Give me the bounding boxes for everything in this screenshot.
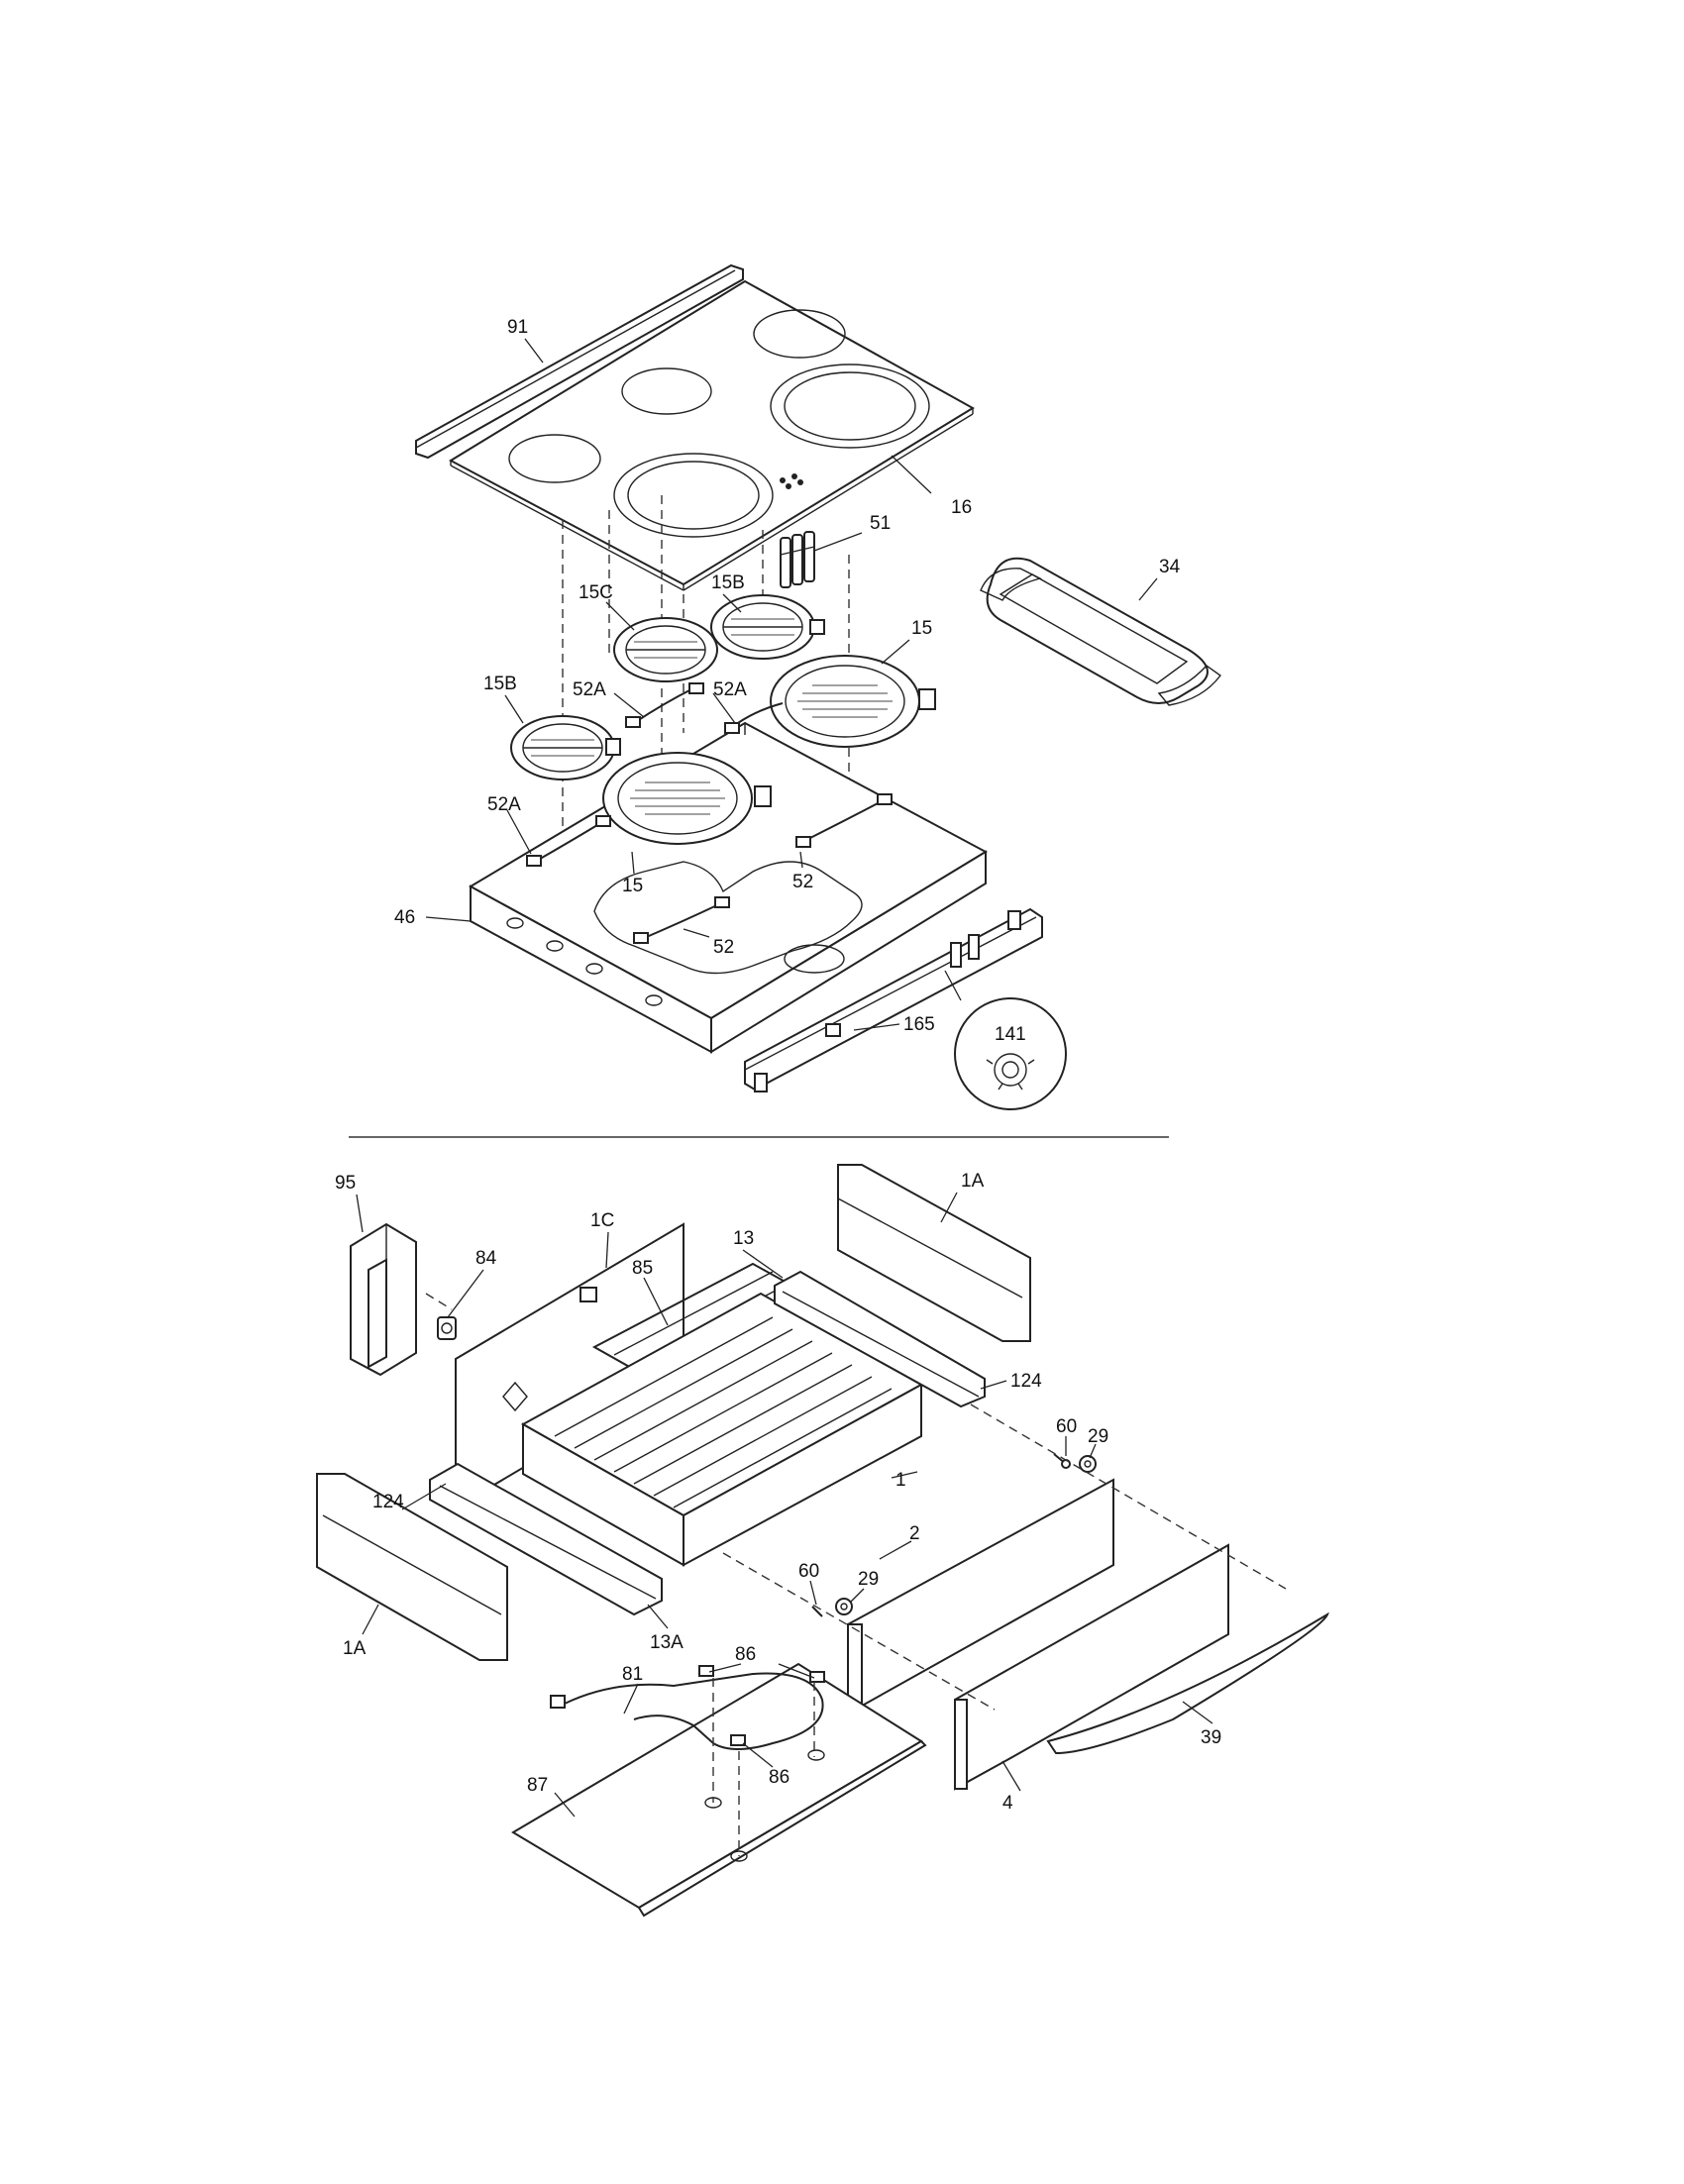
- callout-60-right: 60: [1056, 1416, 1077, 1437]
- side-panel-part-1A-bottom: [316, 1473, 508, 1661]
- callout-86-top: 86: [735, 1644, 756, 1665]
- callout-15B-top: 15B: [711, 572, 745, 593]
- warming-drawer-assembly: 95 84 1C 85 13 1A 124 60 29 124 1 2 60 2…: [316, 1164, 1329, 1918]
- bracket-52A-1: [625, 682, 704, 728]
- callout-1: 1: [895, 1470, 906, 1491]
- bracket-52-center: [633, 896, 730, 944]
- griddle-part-34: [980, 557, 1221, 706]
- front-rail-part-165: [744, 907, 1043, 1092]
- burner-15-right: [770, 655, 936, 748]
- callout-13: 13: [733, 1228, 754, 1249]
- callout-13A: 13A: [650, 1632, 684, 1653]
- drawer-body-part-1: [520, 1292, 924, 1567]
- bracket-52A-2: [724, 702, 784, 734]
- callout-46: 46: [394, 907, 415, 928]
- handle-part-39: [1046, 1612, 1329, 1755]
- callouts-top: 91 16 51 34 15C 15B 15 15B 52A 52A 52A 4…: [394, 317, 1181, 1045]
- callout-141: 141: [995, 1024, 1026, 1045]
- nut-part-29-left: [835, 1598, 853, 1615]
- side-panel-part-1A-top: [837, 1164, 1031, 1342]
- callout-124-right: 124: [1010, 1371, 1042, 1392]
- callout-52-center: 52: [713, 937, 734, 958]
- leader-lines-bottom: [356, 1192, 1213, 1818]
- callout-1C: 1C: [590, 1210, 614, 1231]
- callout-39: 39: [1201, 1727, 1221, 1748]
- callout-52-right: 52: [792, 872, 813, 892]
- screw-part-60-left: [811, 1606, 823, 1617]
- callout-81: 81: [622, 1664, 643, 1685]
- burner-box-part-46: [468, 721, 989, 1054]
- callout-15-front: 15: [622, 876, 643, 896]
- callout-52A-3: 52A: [487, 794, 521, 815]
- drawer-front-part-4: [954, 1543, 1229, 1791]
- switches-part-51: [780, 531, 815, 588]
- callout-16: 16: [951, 497, 972, 518]
- part-84: [437, 1316, 457, 1340]
- callout-15C: 15C: [579, 582, 613, 603]
- callout-1A-top: 1A: [961, 1171, 985, 1192]
- callout-51: 51: [870, 513, 891, 534]
- callouts-bottom: 95 84 1C 85 13 1A 124 60 29 124 1 2 60 2…: [335, 1171, 1221, 1814]
- glass-cooktop-part-16: [448, 279, 975, 591]
- bracket-52-right: [795, 793, 893, 848]
- callout-29-right: 29: [1088, 1426, 1108, 1447]
- callout-1A-bottom: 1A: [343, 1638, 367, 1659]
- callout-60-left: 60: [798, 1561, 819, 1582]
- cooktop-assembly: 91 16 51 34 15C 15B 15 15B 52A 52A 52A 4…: [394, 263, 1221, 1110]
- callout-95: 95: [335, 1173, 356, 1194]
- bracket-part-95: [350, 1222, 417, 1377]
- detail-circle-part-141: [954, 997, 1067, 1110]
- callout-52A-2: 52A: [713, 679, 747, 700]
- bracket-52A-3: [526, 815, 611, 867]
- burner-15C: [613, 617, 718, 682]
- slide-part-124-left: [429, 1462, 663, 1616]
- callout-15-right: 15: [911, 618, 932, 639]
- burner-15-front: [602, 752, 772, 845]
- nut-part-29-right: [1079, 1455, 1097, 1473]
- callout-91: 91: [507, 317, 528, 338]
- callout-86-mid: 86: [769, 1767, 789, 1788]
- callout-29-left: 29: [858, 1569, 879, 1590]
- callout-15B-left: 15B: [483, 674, 517, 694]
- drawer-front-inner-part-2: [847, 1478, 1114, 1719]
- callout-124-left: 124: [372, 1492, 404, 1512]
- leader-lines-top: [425, 338, 1158, 1031]
- callout-4: 4: [1002, 1793, 1013, 1814]
- callout-87: 87: [527, 1775, 548, 1796]
- callout-85: 85: [632, 1258, 653, 1279]
- burner-15B-top: [710, 594, 825, 660]
- slide-rail-part-13: [774, 1270, 986, 1408]
- callout-52A-1: 52A: [573, 679, 606, 700]
- callout-165: 165: [903, 1014, 935, 1035]
- callout-84: 84: [475, 1248, 497, 1269]
- callout-2: 2: [909, 1523, 920, 1544]
- alignment-lines-bottom: [425, 1293, 1287, 1856]
- burner-15B-left: [510, 715, 621, 780]
- callout-34: 34: [1159, 557, 1181, 577]
- bottom-pan-part-87: [511, 1662, 927, 1918]
- rear-trim-part-91: [415, 263, 744, 460]
